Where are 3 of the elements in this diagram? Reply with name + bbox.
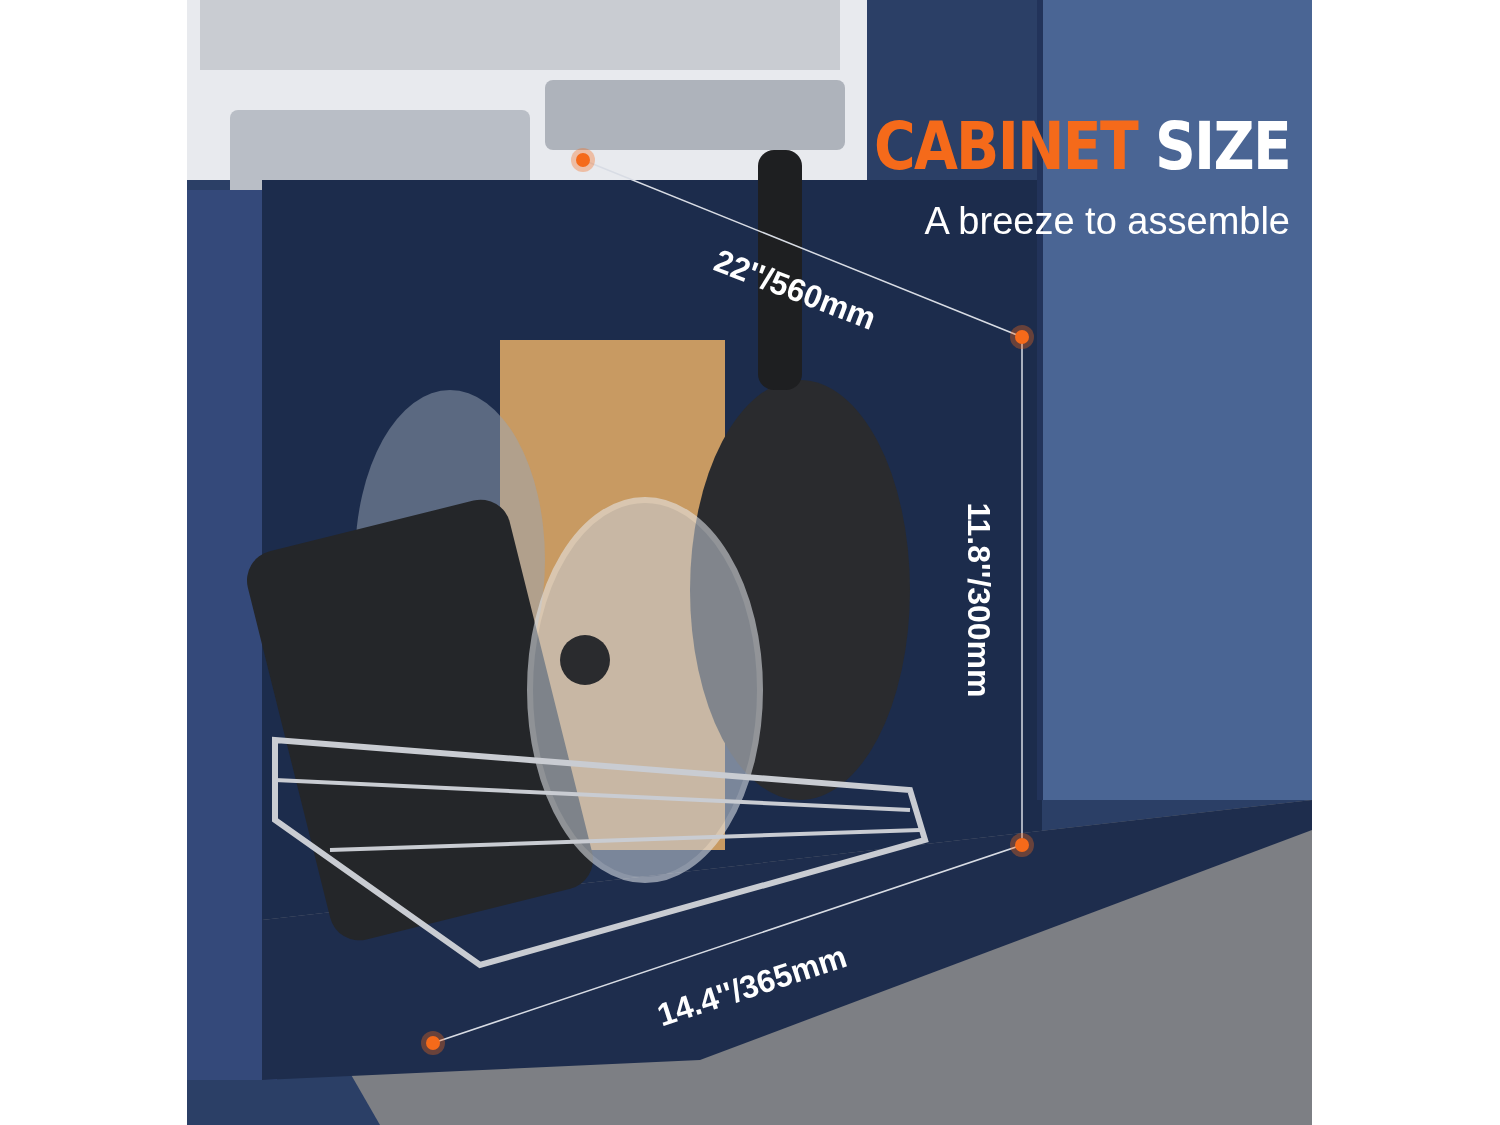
subtitle: A breeze to assemble (923, 200, 1290, 243)
title: CABINET SIZE (872, 108, 1290, 185)
dimension-label: 11.8''/300mm (959, 502, 997, 698)
